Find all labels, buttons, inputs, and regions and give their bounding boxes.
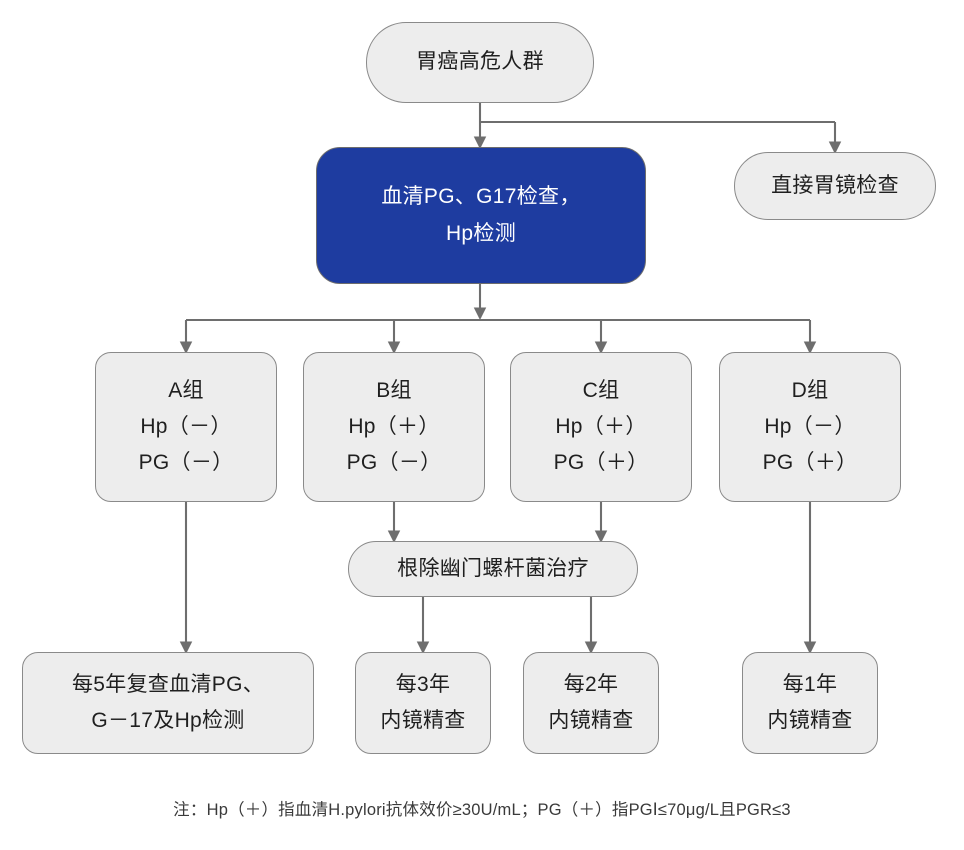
node-followup-group-a-line2: G－17及Hp检测: [91, 709, 245, 732]
node-group-a-name: A组: [168, 378, 204, 402]
node-followup-group-c-line2: 内镜精查: [548, 709, 634, 732]
node-high-risk-population[interactable]: 胃癌高危人群: [366, 22, 594, 103]
node-followup-group-c[interactable]: 每2年 内镜精查: [523, 652, 659, 754]
node-group-a-pg: PG（－）: [138, 451, 234, 475]
node-group-c-hp: Hp（＋）: [555, 414, 647, 438]
node-serum-test-line2: Hp检测: [445, 221, 517, 245]
node-group-a[interactable]: A组 Hp（－） PG（－）: [95, 352, 277, 502]
node-followup-group-b[interactable]: 每3年 内镜精查: [355, 652, 491, 754]
node-serum-test-line1: 血清PG、G17检查，: [381, 185, 581, 209]
node-serum-pg-g17-hp-test[interactable]: 血清PG、G17检查， Hp检测: [316, 147, 646, 284]
node-followup-group-c-line1: 每2年: [563, 672, 619, 696]
node-followup-group-b-line2: 内镜精查: [380, 709, 466, 732]
node-followup-group-d[interactable]: 每1年 内镜精查: [742, 652, 878, 754]
node-group-b-name: B组: [376, 378, 412, 402]
node-hp-eradication-therapy-label: 根除幽门螺杆菌治疗: [397, 556, 589, 580]
node-group-c-pg: PG（＋）: [553, 451, 649, 475]
node-followup-group-a[interactable]: 每5年复查血清PG、 G－17及Hp检测: [22, 652, 314, 754]
node-group-c-name: C组: [582, 378, 620, 402]
node-followup-group-b-line1: 每3年: [395, 672, 451, 696]
node-hp-eradication-therapy[interactable]: 根除幽门螺杆菌治疗: [348, 541, 638, 597]
node-followup-group-d-line2: 内镜精查: [767, 709, 853, 732]
node-group-d-hp: Hp（－）: [764, 414, 856, 438]
diagram-footnote: 注：Hp（＋）指血清H.pylori抗体效价≥30U/mL；PG（＋）指PGⅠ≤…: [173, 801, 791, 819]
node-group-a-hp: Hp（－）: [140, 414, 232, 438]
node-group-d-pg: PG（＋）: [762, 451, 858, 475]
node-group-c[interactable]: C组 Hp（＋） PG（＋）: [510, 352, 692, 502]
node-group-d[interactable]: D组 Hp（－） PG（＋）: [719, 352, 901, 502]
node-group-d-name: D组: [791, 378, 829, 402]
node-followup-group-d-line1: 每1年: [782, 672, 838, 696]
node-group-b-pg: PG（－）: [346, 451, 442, 475]
node-direct-endoscopy[interactable]: 直接胃镜检查: [734, 152, 936, 220]
node-group-b[interactable]: B组 Hp（＋） PG（－）: [303, 352, 485, 502]
node-followup-group-a-line1: 每5年复查血清PG、: [71, 672, 265, 696]
node-group-b-hp: Hp（＋）: [348, 414, 440, 438]
node-high-risk-population-label: 胃癌高危人群: [416, 50, 544, 74]
node-direct-endoscopy-label: 直接胃镜检查: [771, 173, 899, 197]
